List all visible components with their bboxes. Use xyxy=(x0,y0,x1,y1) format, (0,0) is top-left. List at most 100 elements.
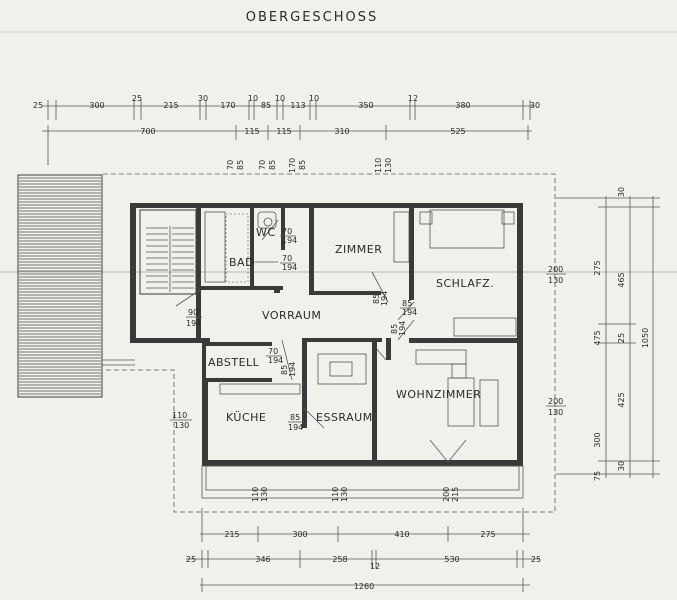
svg-text:130: 130 xyxy=(548,408,563,417)
top-window-labels: 70 85 70 85 170 85 110 130 xyxy=(226,158,393,173)
dim-label: 425 xyxy=(617,392,626,407)
svg-text:85: 85 xyxy=(290,413,300,422)
dim-label: 30 xyxy=(617,461,626,471)
svg-text:110: 110 xyxy=(331,487,340,502)
dim-label: 215 xyxy=(163,101,178,110)
dim-label: 10 xyxy=(248,94,258,103)
svg-text:70: 70 xyxy=(282,254,292,263)
dim-label: 380 xyxy=(455,101,470,110)
dim-label: 350 xyxy=(358,101,373,110)
door-swings xyxy=(175,219,467,463)
dim-label: 25 xyxy=(617,333,626,343)
door-label: 70 194 xyxy=(266,347,283,365)
svg-text:194: 194 xyxy=(282,263,297,272)
door-label: 70 194 xyxy=(280,227,297,245)
dim-label: 465 xyxy=(617,272,626,287)
svg-text:194: 194 xyxy=(288,362,297,377)
room-label-zimmer: ZIMMER xyxy=(335,243,382,256)
door-label: 85 194 xyxy=(288,413,304,432)
dim-label: 310 xyxy=(334,127,349,136)
room-label-kueche: KÜCHE xyxy=(226,411,266,424)
dim-label: 215 xyxy=(224,530,239,539)
bottom-dimension-row-3: 1260 xyxy=(200,578,530,592)
living-furniture xyxy=(219,349,499,427)
door-label: 70 194 xyxy=(280,254,297,272)
svg-text:130: 130 xyxy=(174,421,189,430)
dim-label: 300 xyxy=(593,432,602,447)
dim-label: 525 xyxy=(450,127,465,136)
dim-label: 10 xyxy=(309,94,319,103)
dim-label: 275 xyxy=(480,530,495,539)
dim-label: 30 xyxy=(617,187,626,197)
dim-label: 113 xyxy=(290,101,305,110)
dim-label: 258 xyxy=(332,555,347,564)
top-dimension-row-1: 25 300 25 215 30 170 10 85 10 113 10 350… xyxy=(33,94,540,120)
svg-text:85: 85 xyxy=(402,299,412,308)
dim-label: 115 xyxy=(244,127,259,136)
dim-label: 700 xyxy=(140,127,155,136)
dim-label: 30 xyxy=(530,101,540,110)
svg-text:200: 200 xyxy=(548,265,563,274)
window-label: 85 xyxy=(298,160,307,170)
dim-label: 300 xyxy=(292,530,307,539)
window-label: 130 xyxy=(384,158,393,173)
door-labels: 70 194 70 194 85 194 85 194 85 194 90 19… xyxy=(186,227,417,432)
dim-label: 85 xyxy=(261,101,271,110)
dim-label: 1260 xyxy=(354,582,374,591)
side-window-labels: 200 130 200 130 110 130 xyxy=(170,265,566,430)
svg-text:194: 194 xyxy=(398,321,407,336)
dim-label: 475 xyxy=(593,330,602,345)
svg-text:90: 90 xyxy=(188,308,198,317)
room-label-abstell: ABSTELL xyxy=(208,356,260,369)
svg-text:194: 194 xyxy=(186,319,201,328)
dim-label: 10 xyxy=(275,94,285,103)
svg-text:70: 70 xyxy=(268,347,278,356)
window-label: 70 xyxy=(226,160,235,170)
room-labels: WC BAD ZIMMER SCHLAFZ. VORRAUM ABSTELL K… xyxy=(208,226,494,424)
dim-label: 346 xyxy=(255,555,270,564)
door-label: 90 194 xyxy=(186,308,202,328)
dim-label: 12 xyxy=(408,94,418,103)
dim-label: 25 xyxy=(132,94,142,103)
dim-label: 75 xyxy=(593,471,602,481)
svg-text:70: 70 xyxy=(282,227,292,236)
bottom-dimension-row-1: 215 300 410 275 xyxy=(200,508,530,542)
room-label-vorraum: VORRAUM xyxy=(262,309,321,322)
dim-label: 300 xyxy=(89,101,104,110)
svg-text:85: 85 xyxy=(390,324,399,334)
svg-text:194: 194 xyxy=(402,308,417,317)
svg-text:215: 215 xyxy=(451,487,460,502)
dim-label: 25 xyxy=(186,555,196,564)
window-label: 170 xyxy=(288,158,297,173)
svg-text:110: 110 xyxy=(172,411,187,420)
dim-label: 25 xyxy=(33,101,43,110)
room-label-schlafz: SCHLAFZ. xyxy=(436,277,494,290)
svg-text:200: 200 xyxy=(442,487,451,502)
top-dimension-row-2: 700 115 115 310 525 xyxy=(42,125,532,165)
svg-text:130: 130 xyxy=(340,487,349,502)
door-label: 85 194 xyxy=(372,291,389,306)
window-label: 110 130 xyxy=(170,411,192,430)
window-label: 85 xyxy=(236,160,245,170)
dim-label: 25 xyxy=(531,555,541,564)
window-label: 200 130 xyxy=(546,397,566,417)
svg-text:85: 85 xyxy=(372,294,381,304)
bottom-balcony xyxy=(201,465,524,499)
room-label-bad: BAD xyxy=(229,256,254,269)
window-label: 70 xyxy=(258,160,267,170)
window-label: 110 xyxy=(374,158,383,173)
door-label: 85 194 xyxy=(280,362,297,377)
balcony-hatched xyxy=(17,174,135,398)
bedroom-furniture xyxy=(393,209,517,337)
dim-label: 410 xyxy=(394,530,409,539)
door-label: 85 194 xyxy=(390,321,407,336)
plan-title: OBERGESCHOSS xyxy=(246,10,379,25)
right-dimension-lines: 275 475 425 300 75 30 465 25 30 1050 xyxy=(556,187,660,481)
svg-text:194: 194 xyxy=(380,291,389,306)
walls xyxy=(130,203,523,466)
door-label: 85 194 xyxy=(400,299,417,317)
dim-label: 115 xyxy=(276,127,291,136)
dim-label: 1050 xyxy=(641,328,650,348)
room-label-essraum: ESSRAUM xyxy=(316,411,373,424)
